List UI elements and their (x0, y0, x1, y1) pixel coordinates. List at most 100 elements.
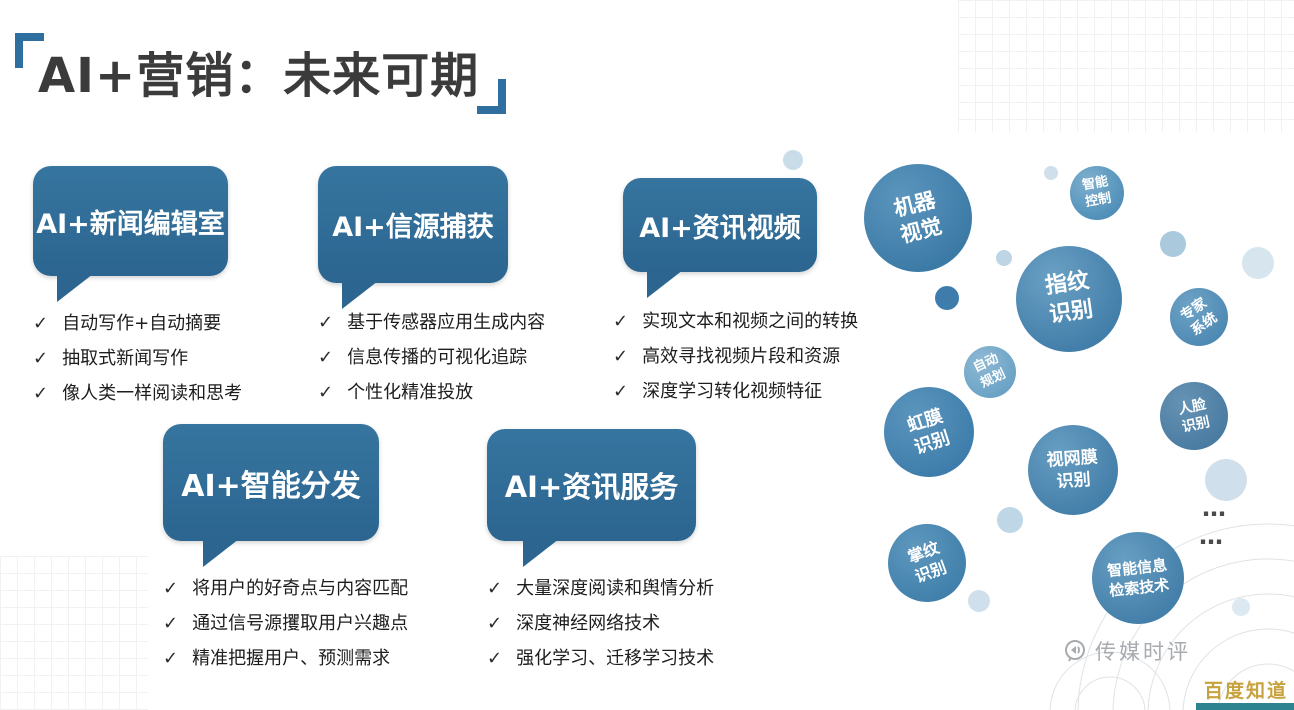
speech-bubble: AI+资讯服务 (487, 429, 696, 567)
list-item: ✓ 基于传感器应用生成内容 (318, 311, 545, 334)
item-text: 深度神经网络技术 (516, 613, 661, 634)
tech-circle-label: 机器视觉 (891, 187, 945, 248)
list-item: ✓ 通过信号源攫取用户兴趣点 (163, 612, 408, 635)
list-item: ✓ 像人类一样阅读和思考 (33, 382, 242, 405)
feature-card-source-capture: AI+信源捕获 ✓ 基于传感器应用生成内容 ✓ 信息传播的可视化追踪 ✓ 个性化… (318, 166, 545, 416)
tech-circle-label: 视网膜识别 (1046, 447, 1099, 493)
item-text: 个性化精准投放 (347, 382, 474, 403)
ellipsis-text: … (1202, 494, 1228, 522)
card-title: AI+资讯视频 (639, 212, 801, 244)
feature-card-smart-distribution: AI+智能分发 ✓ 将用户的好奇点与内容匹配 ✓ 通过信号源攫取用户兴趣点 ✓ … (163, 424, 408, 682)
list-item: ✓ 深度学习转化视频特征 (613, 380, 858, 403)
tech-circle-expert-system: 专家系统 (1170, 288, 1228, 346)
ellipsis-text: … (1199, 522, 1225, 550)
deco-circle (1242, 247, 1274, 279)
card-title: AI+资讯服务 (504, 470, 679, 504)
deco-circle (783, 150, 803, 170)
item-text: 将用户的好奇点与内容匹配 (192, 578, 409, 599)
deco-circle (1044, 166, 1058, 180)
speech-bubble-tail (342, 281, 378, 309)
tech-circle-intelligent-control: 智能控制 (1070, 166, 1124, 220)
tech-circle-label: 虹膜识别 (904, 405, 953, 459)
list-item: ✓ 大量深度阅读和舆情分析 (487, 577, 714, 600)
grid-pattern-top-right (958, 0, 1294, 132)
item-text: 抽取式新闻写作 (62, 348, 189, 369)
speech-bubble: AI+新闻编辑室 (33, 166, 228, 302)
check-icon: ✓ (318, 347, 334, 368)
speech-bubble-tail (647, 270, 683, 298)
speech-bubble: AI+智能分发 (163, 424, 379, 567)
card-checklist: ✓ 基于传感器应用生成内容 ✓ 信息传播的可视化追踪 ✓ 个性化精准投放 (318, 311, 545, 404)
card-checklist: ✓ 将用户的好奇点与内容匹配 ✓ 通过信号源攫取用户兴趣点 ✓ 精准把握用户、预… (163, 577, 408, 670)
media-logo-icon (1065, 640, 1085, 662)
grid-pattern-bottom-left (0, 556, 148, 710)
item-text: 基于传感器应用生成内容 (347, 312, 546, 333)
tech-circle-machine-vision: 机器视觉 (864, 164, 972, 272)
deco-circle (1160, 231, 1186, 257)
list-item: ✓ 精准把握用户、预测需求 (163, 647, 408, 670)
tech-circle-retina: 视网膜识别 (1028, 425, 1118, 515)
item-text: 大量深度阅读和舆情分析 (516, 578, 715, 599)
check-icon: ✓ (613, 346, 629, 367)
list-item: ✓ 信息传播的可视化追踪 (318, 346, 545, 369)
card-checklist: ✓ 实现文本和视频之间的转换 ✓ 高效寻找视频片段和资源 ✓ 深度学习转化视频特… (613, 310, 858, 403)
deco-circle (935, 286, 959, 310)
check-icon: ✓ (33, 313, 49, 334)
tech-circle-label: 指纹识别 (1043, 268, 1095, 328)
watermark-text: 传媒时评 (1095, 640, 1191, 664)
check-icon: ✓ (318, 312, 334, 333)
speech-bubble-tail (203, 539, 239, 567)
item-text: 强化学习、迁移学习技术 (516, 648, 715, 669)
tech-circle-label: 自动规划 (971, 351, 1009, 392)
item-text: 通过信号源攫取用户兴趣点 (192, 613, 409, 634)
watermark: 传媒时评 (1062, 636, 1191, 666)
card-title: AI+智能分发 (181, 468, 361, 504)
tech-circle-label: 掌纹识别 (904, 537, 949, 587)
check-icon: ✓ (163, 578, 179, 599)
tech-circle-face: 人脸识别 (1160, 382, 1228, 450)
feature-card-info-video: AI+资讯视频 ✓ 实现文本和视频之间的转换 ✓ 高效寻找视频片段和资源 ✓ 深… (613, 178, 858, 415)
card-checklist: ✓ 自动写作+自动摘要 ✓ 抽取式新闻写作 ✓ 像人类一样阅读和思考 (33, 312, 242, 405)
tech-circle-label: 智能控制 (1081, 174, 1113, 211)
check-icon: ✓ (33, 383, 49, 404)
item-text: 自动写作+自动摘要 (62, 313, 222, 334)
page-title: AI+营销：未来可期 (38, 48, 480, 104)
list-item: ✓ 高效寻找视频片段和资源 (613, 345, 858, 368)
check-icon: ✓ (33, 348, 49, 369)
card-title: AI+信源捕获 (332, 212, 494, 243)
check-icon: ✓ (487, 648, 503, 669)
list-item: ✓ 自动写作+自动摘要 (33, 312, 242, 335)
check-icon: ✓ (613, 311, 629, 332)
item-text: 精准把握用户、预测需求 (192, 648, 391, 669)
speech-bubble-tail (523, 539, 559, 567)
speech-bubble: AI+信源捕获 (318, 166, 508, 309)
deco-circle (997, 507, 1023, 533)
item-text: 高效寻找视频片段和资源 (642, 346, 841, 367)
item-text: 实现文本和视频之间的转换 (642, 311, 859, 332)
card-checklist: ✓ 大量深度阅读和舆情分析 ✓ 深度神经网络技术 ✓ 强化学习、迁移学习技术 (487, 577, 714, 670)
check-icon: ✓ (487, 613, 503, 634)
list-item: ✓ 实现文本和视频之间的转换 (613, 310, 858, 333)
feature-card-info-service: AI+资讯服务 ✓ 大量深度阅读和舆情分析 ✓ 深度神经网络技术 ✓ 强化学习、… (487, 429, 714, 682)
deco-circle (996, 250, 1012, 266)
check-icon: ✓ (613, 381, 629, 402)
list-item: ✓ 深度神经网络技术 (487, 612, 714, 635)
tech-circle-label: 人脸识别 (1176, 396, 1212, 436)
item-text: 像人类一样阅读和思考 (62, 383, 243, 404)
card-title: AI+新闻编辑室 (36, 208, 225, 240)
title-bracket-bottom-right (477, 79, 506, 114)
check-icon: ✓ (487, 578, 503, 599)
speech-bubble-tail (57, 274, 93, 302)
deco-circle (968, 590, 990, 612)
tech-circle-fingerprint: 指纹识别 (1016, 246, 1122, 352)
speech-bubble: AI+资讯视频 (623, 178, 817, 298)
baidu-zhidao-text: 百度知道 (1203, 680, 1288, 702)
list-item: ✓ 将用户的好奇点与内容匹配 (163, 577, 408, 600)
item-text: 深度学习转化视频特征 (642, 381, 823, 402)
tech-circle-iris: 虹膜识别 (884, 387, 974, 477)
tech-circle-auto-planning: 自动规划 (964, 346, 1016, 398)
deco-circle (1232, 598, 1250, 616)
title-bracket-top-left (15, 33, 44, 68)
